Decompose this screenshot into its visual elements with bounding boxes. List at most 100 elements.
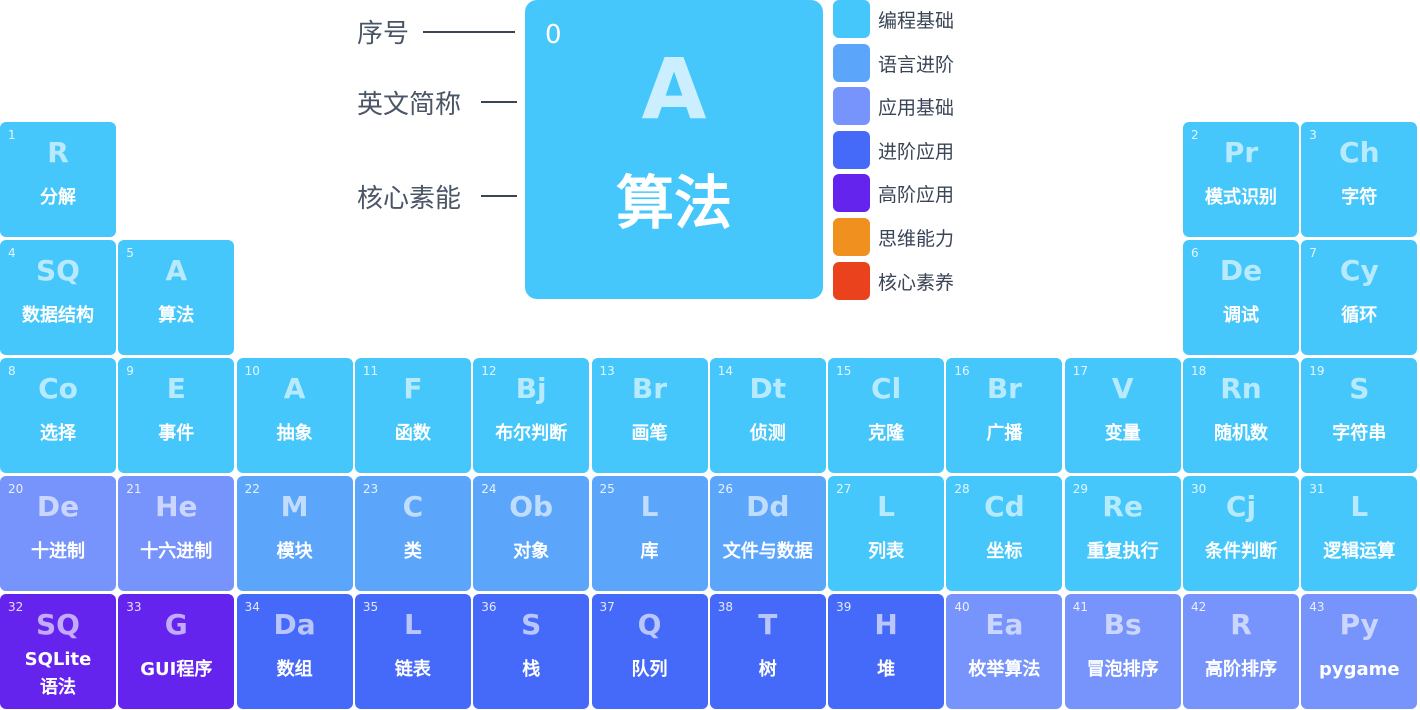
element-number: 20	[8, 482, 24, 496]
element-name: 数据结构	[22, 305, 94, 326]
element-symbol: L	[877, 490, 896, 523]
element-name: 坐标	[986, 541, 1023, 562]
legend-label: 思维能力	[878, 228, 955, 250]
element-name: 分解	[40, 187, 76, 208]
element-name: 逻辑运算	[1323, 541, 1396, 562]
element-number: 17	[1072, 364, 1088, 378]
element-name: GUI程序	[140, 659, 213, 680]
element-number: 43	[1309, 600, 1325, 614]
element-name: 算法	[158, 305, 195, 326]
element-symbol: Co	[38, 372, 78, 405]
element-number: 32	[8, 600, 24, 614]
element-symbol: L	[403, 608, 422, 641]
element-number: 27	[836, 482, 852, 496]
element-name: SQLite 语法	[24, 649, 92, 698]
element-number: 42	[1191, 600, 1207, 614]
element-symbol: A	[165, 254, 188, 287]
element-symbol: F	[403, 372, 423, 405]
element-symbol: Br	[631, 372, 668, 405]
element-symbol: L	[1350, 490, 1369, 523]
element-number: 2	[1191, 128, 1199, 142]
element-number: 18	[1191, 364, 1207, 378]
element-name: 数组	[276, 659, 313, 680]
element-symbol: L	[640, 490, 659, 523]
element-name: 抽象	[276, 423, 313, 444]
element-name: 模式识别	[1205, 187, 1277, 208]
key-name-label: 核心素能	[357, 184, 462, 214]
element-number: 1	[8, 128, 16, 142]
legend-swatch	[833, 87, 870, 126]
element-symbol: G	[164, 608, 188, 641]
element-name: 函数	[394, 423, 431, 444]
element-symbol: T	[758, 608, 778, 641]
element-number: 13	[599, 364, 615, 378]
element-number: 37	[599, 600, 615, 614]
element-symbol: De	[36, 490, 80, 523]
element-name: 高阶排序	[1205, 659, 1277, 680]
element-symbol: Ob	[509, 490, 554, 523]
element-number: 21	[126, 482, 142, 496]
legend-label: 应用基础	[878, 97, 955, 120]
element-symbol: R	[47, 136, 69, 169]
element-name: 列表	[868, 541, 905, 562]
element-number: 4	[8, 246, 16, 260]
element-number: 23	[362, 482, 379, 496]
element-name: 模块	[276, 541, 313, 562]
legend-label: 核心素养	[878, 271, 955, 294]
element-symbol: Pr	[1223, 136, 1259, 169]
element-number: 15	[836, 364, 852, 378]
element-number: 31	[1309, 482, 1325, 496]
legend-label: 高阶应用	[878, 184, 955, 207]
element-name: 克隆	[868, 423, 905, 444]
key-name-line	[481, 195, 517, 197]
element-number: 9	[126, 364, 134, 378]
element-name: 侦测	[749, 423, 786, 444]
element-name: pygame	[1318, 659, 1400, 680]
element-name: 事件	[158, 423, 195, 444]
element-symbol: SQ	[36, 254, 80, 287]
element-name: 布尔判断	[495, 423, 568, 444]
legend-label: 进阶应用	[878, 140, 955, 163]
element-number: 6	[1191, 246, 1199, 260]
legend-swatch	[833, 261, 870, 300]
element-name: 循环	[1341, 305, 1378, 326]
element-name: 链表	[394, 659, 431, 680]
element-name: 调试	[1223, 305, 1259, 326]
element-symbol: C	[402, 490, 424, 523]
element-name: 条件判断	[1205, 541, 1277, 562]
key-number-line	[423, 31, 515, 33]
element-number: 3	[1309, 128, 1317, 142]
legend-swatch	[833, 0, 870, 38]
element-name: 对象	[513, 541, 550, 562]
key-symbol-line	[481, 101, 517, 103]
element-symbol: Cd	[984, 490, 1025, 523]
element-symbol: H	[874, 608, 898, 641]
element-number: 12	[481, 364, 497, 378]
element-symbol: M	[280, 490, 309, 523]
element-name: 库	[640, 541, 659, 562]
key-example-symbol: A	[641, 40, 707, 138]
element-symbol: Bs	[1103, 608, 1142, 641]
element-number: 33	[126, 600, 142, 614]
element-name: 重复执行	[1086, 541, 1159, 562]
key-example-tile: 0 A 算法	[525, 0, 823, 299]
element-symbol: R	[1230, 608, 1252, 641]
element-symbol: V	[1111, 372, 1134, 405]
key-symbol-label: 英文简称	[357, 90, 462, 120]
